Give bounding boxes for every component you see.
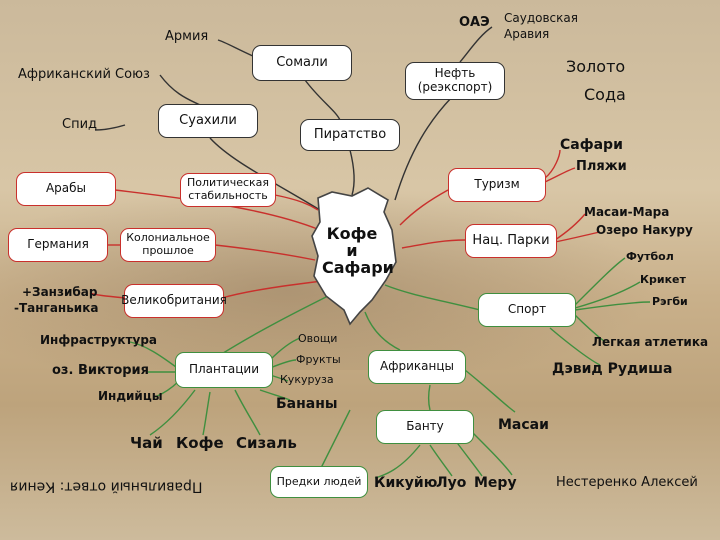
label-frukty: Фрукты: [296, 354, 341, 366]
label-legatl: Легкая атлетика: [592, 336, 708, 349]
label-banany: Бананы: [276, 397, 338, 412]
node-kolon-line2: прошлое: [142, 245, 194, 258]
label-meru: Меру: [474, 476, 517, 491]
center-line-3: Сафари: [322, 260, 382, 277]
node-sport: Спорт: [478, 293, 576, 327]
label-soda: Сода: [584, 86, 626, 104]
node-neft-line1: Нефть: [435, 67, 476, 81]
label-author: Нестеренко Алексей: [556, 476, 698, 490]
label-ovoshchi: Овощи: [298, 333, 337, 345]
node-bantu: Банту: [376, 410, 474, 444]
node-neft-line2: (реэкспорт): [418, 81, 493, 95]
label-luo: Луо: [436, 476, 466, 491]
label-safari: Сафари: [560, 138, 623, 153]
label-masai-mara: Масаи-Мара: [584, 206, 669, 219]
center-topic: Кофе и Сафари: [322, 226, 382, 276]
label-masai: Масаи: [498, 418, 549, 433]
label-spid: Спид: [62, 118, 97, 132]
label-armiya: Армия: [165, 30, 208, 44]
node-polit-line2: стабильность: [188, 190, 268, 203]
label-zanzibar-2: -Танганьика: [14, 302, 98, 315]
label-zoloto: Золото: [566, 58, 625, 76]
node-neft: Нефть (реэкспорт): [405, 62, 505, 100]
label-ozero: Озеро Накуру: [596, 224, 693, 237]
node-suahili: Суахили: [158, 104, 258, 138]
node-germaniya: Германия: [8, 228, 108, 262]
label-chaj: Чай: [130, 435, 163, 452]
label-regbi: Рэгби: [652, 296, 688, 308]
label-answer-upside-down: Правильный ответ: Кения: [10, 478, 202, 493]
label-infra: Инфраструктура: [40, 334, 157, 347]
label-plyazhi: Пляжи: [576, 160, 627, 174]
label-zanzibar-1: +Занзибар: [22, 286, 97, 299]
node-kolon: Колониальное прошлое: [120, 228, 216, 262]
label-indijcy: Индийцы: [98, 390, 163, 403]
label-futbol: Футбол: [626, 251, 674, 263]
node-somali: Сомали: [252, 45, 352, 81]
label-kriket: Крикет: [640, 274, 686, 286]
node-predki: Предки людей: [270, 466, 368, 498]
label-kukuruza: Кукуруза: [280, 374, 334, 386]
node-nacparki: Нац. Парки: [465, 224, 557, 258]
label-saudov-1: Саудовская: [504, 12, 578, 25]
label-sizal: Сизаль: [236, 435, 297, 452]
node-piratstvo: Пиратство: [300, 119, 400, 151]
label-afrsoyuz: Африканский Союз: [18, 68, 150, 82]
node-araby: Арабы: [16, 172, 116, 206]
label-saudov-2: Аравия: [504, 28, 549, 41]
label-oae: ОАЭ: [459, 16, 490, 30]
label-kikuyu: Кикуйю: [374, 476, 437, 491]
node-afrikancy: Африканцы: [368, 350, 466, 384]
label-viktoriya: оз. Виктория: [52, 364, 149, 378]
label-kofe: Кофе: [176, 435, 224, 452]
label-david: Дэвид Рудиша: [552, 362, 672, 377]
node-velikobr: Великобритания: [124, 284, 224, 318]
node-plantacii: Плантации: [175, 352, 273, 388]
node-turizm: Туризм: [448, 168, 546, 202]
node-polit: Политическая стабильность: [180, 173, 276, 207]
